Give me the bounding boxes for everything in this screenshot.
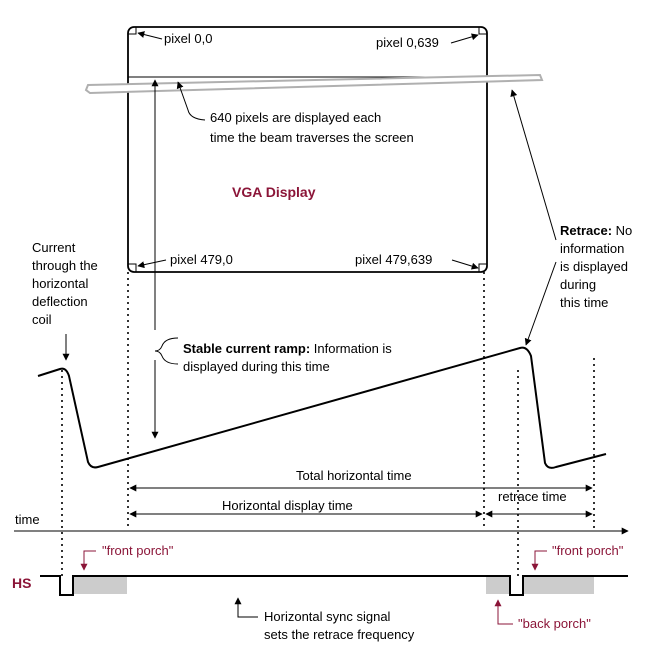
coil-label-line2: through the (32, 258, 98, 273)
retrace-note-rest: No (612, 223, 632, 238)
electron-beam-path (84, 73, 544, 95)
deflection-current: Current through the horizontal deflectio… (32, 79, 632, 469)
back-porch-label: "back porch" (518, 616, 591, 631)
ramp-note-line2: displayed during this time (183, 359, 330, 374)
pixel-0-0-arrow (137, 31, 163, 40)
corner-mark-top-left (128, 27, 137, 35)
ramp-note-line1: Stable current ramp: Information is (183, 341, 392, 356)
hs-label: HS (12, 575, 31, 591)
coil-label-line3: horizontal (32, 276, 88, 291)
sync-note-line1: Horizontal sync signal (264, 609, 391, 624)
total-time-label: Total horizontal time (296, 468, 412, 483)
front-porch-right-label: "front porch" (552, 543, 624, 558)
corner-mark-bottom-left (128, 263, 137, 272)
retrace-note-line2: information (560, 241, 624, 256)
sync-note-arrow (234, 597, 258, 618)
retrace-arrow-to-current (524, 261, 557, 346)
back-porch-fill (486, 576, 511, 594)
corner-mark-top-right (478, 27, 487, 35)
ramp-brace (154, 337, 179, 365)
hs-sync-signal: HS "front porch" "front porch" "back por… (12, 543, 628, 642)
timing-guides (61, 272, 595, 580)
coil-label-line1: Current (32, 240, 76, 255)
pixel-0-639-arrow (450, 33, 479, 44)
front-porch-left-label: "front porch" (102, 543, 174, 558)
back-porch-arrow (494, 599, 513, 625)
retrace-note-line4: during (560, 277, 596, 292)
display-time-label: Horizontal display time (222, 498, 353, 513)
pixel-0-0-label: pixel 0,0 (164, 31, 212, 46)
vga-screen: pixel 0,0 pixel 0,639 pixel 479,0 pixel … (84, 26, 544, 273)
beam-note-line2: time the beam traverses the screen (210, 130, 414, 145)
retrace-note-line1: Retrace: No (560, 223, 632, 238)
pixel-479-639-arrow (451, 259, 479, 270)
pixel-479-0-label: pixel 479,0 (170, 252, 233, 267)
sync-note-line2: sets the retrace frequency (264, 627, 415, 642)
ramp-note-rest: Information is (310, 341, 392, 356)
pixel-0-639-label: pixel 0,639 (376, 35, 439, 50)
beam-note-line1: 640 pixels are displayed each (210, 110, 381, 125)
coil-label-line4: deflection (32, 294, 88, 309)
retrace-arrow-to-beam (510, 89, 557, 241)
current-waveform (37, 346, 607, 469)
front-porch-right-arrow (531, 550, 547, 571)
ramp-note-bold: Stable current ramp: (183, 341, 310, 356)
beam-note-leader (176, 81, 206, 121)
corner-mark-bottom-right (478, 263, 487, 272)
retrace-note-line5: this time (560, 295, 608, 310)
front-porch-right-fill (524, 576, 594, 594)
vga-display-title: VGA Display (232, 184, 316, 200)
retrace-time-label: retrace time (498, 489, 567, 504)
pixel-479-0-arrow (137, 259, 167, 269)
pixel-479-639-label: pixel 479,639 (355, 252, 432, 267)
retrace-note-line3: is displayed (560, 259, 628, 274)
timing-dimensions: Total horizontal time Horizontal display… (14, 468, 629, 535)
hs-waveform (40, 575, 628, 596)
retrace-note-bold: Retrace: (560, 223, 612, 238)
coil-label-line5: coil (32, 312, 52, 327)
screen-frame (127, 26, 488, 273)
front-porch-left-arrow (80, 550, 96, 571)
front-porch-left-fill (73, 576, 127, 594)
time-axis-label: time (15, 512, 40, 527)
